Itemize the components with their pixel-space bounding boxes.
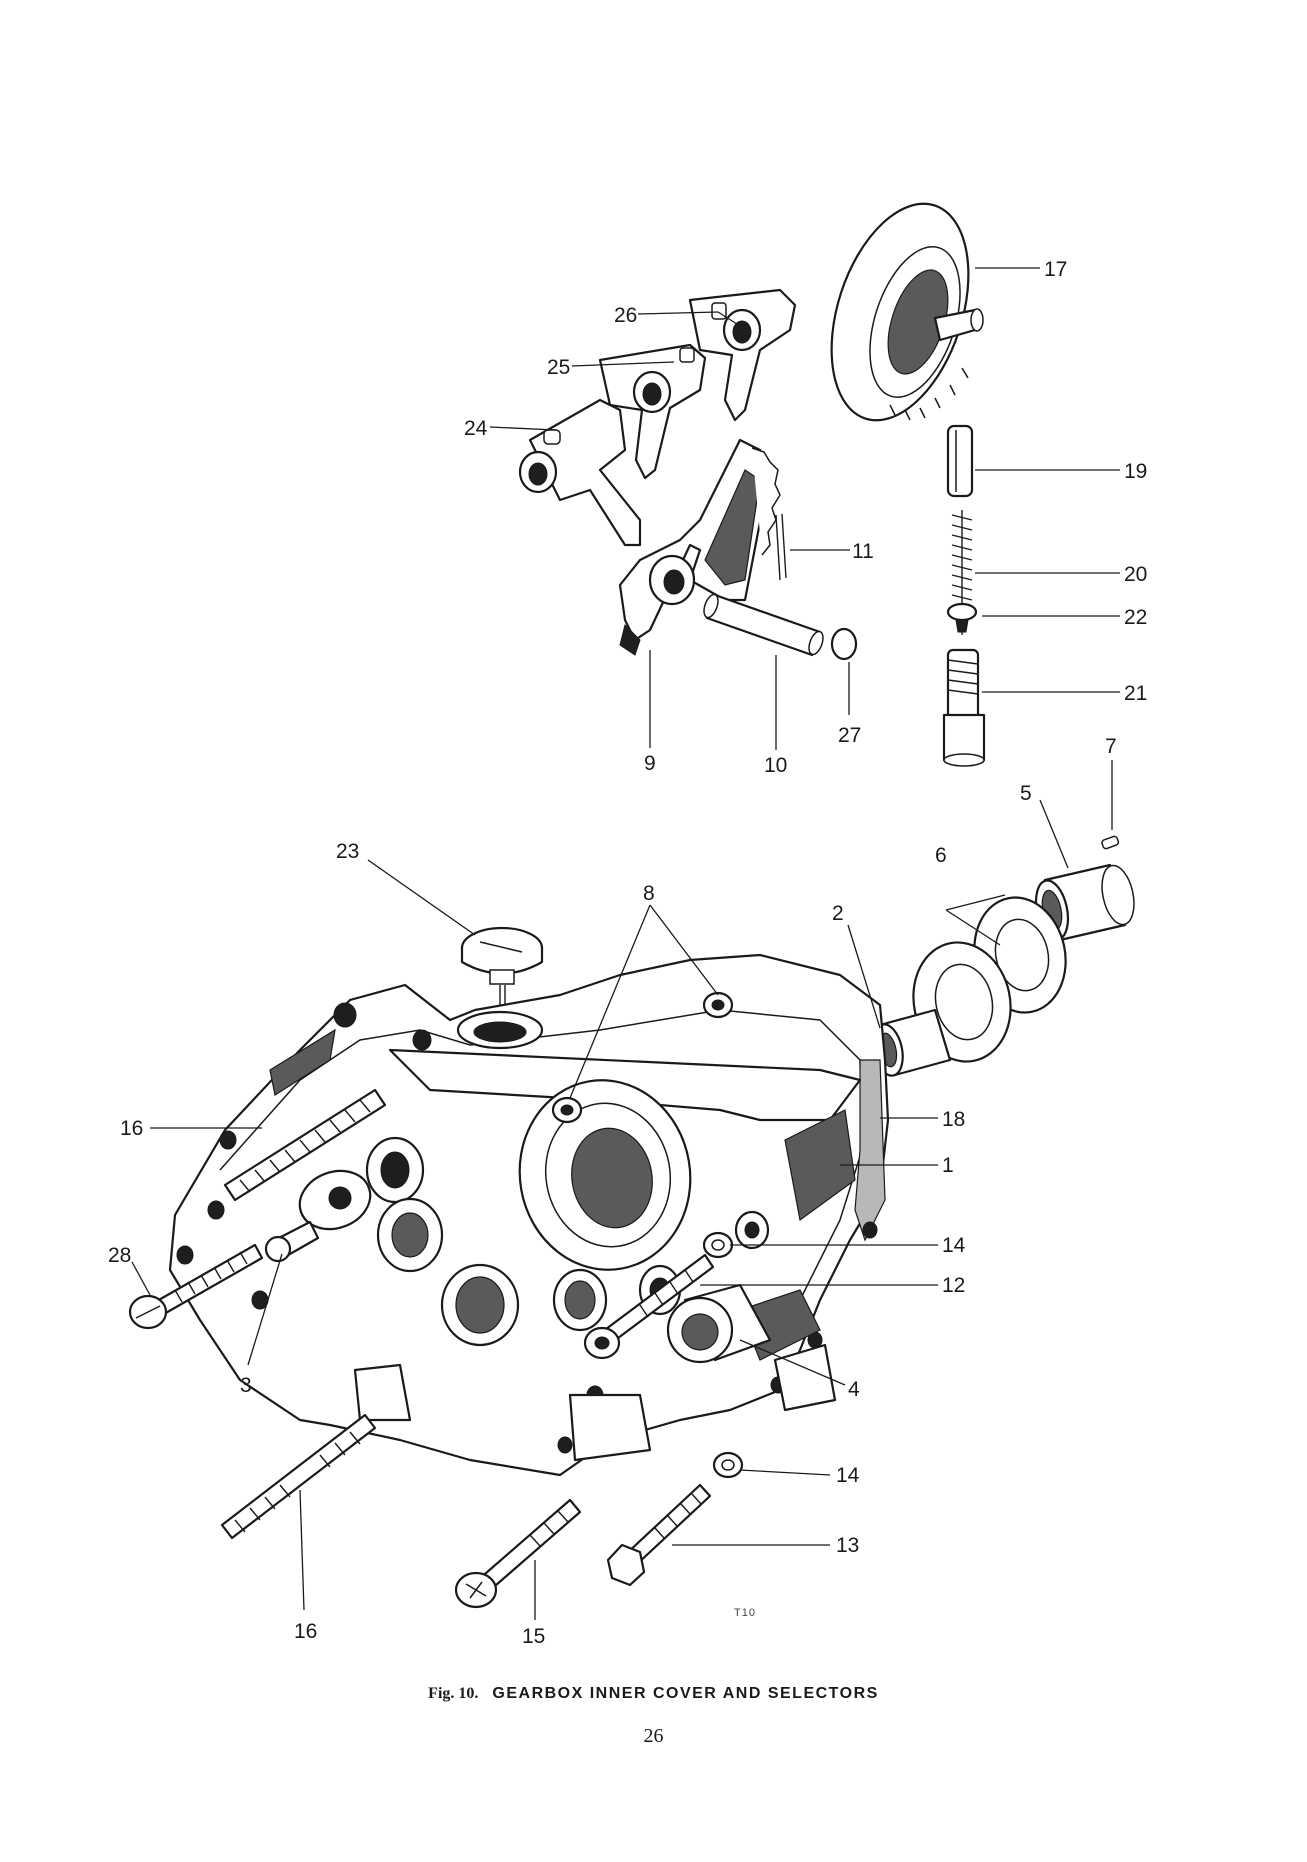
callout-15: 15 xyxy=(522,1625,545,1648)
callout-25: 25 xyxy=(547,356,570,379)
screw-15 xyxy=(454,1498,582,1609)
callout-18: 18 xyxy=(942,1108,965,1131)
callout-14-lower: 14 xyxy=(836,1464,860,1487)
callout-13: 13 xyxy=(836,1534,859,1557)
page-number: 26 xyxy=(643,1725,664,1747)
callout-4: 4 xyxy=(848,1378,860,1401)
callout-20: 20 xyxy=(1124,563,1147,586)
cotter-pin xyxy=(775,513,787,581)
gearbox-inner-cover xyxy=(168,953,890,1477)
dowels xyxy=(551,991,734,1124)
callout-8: 8 xyxy=(643,882,655,905)
callout-22: 22 xyxy=(1124,606,1147,629)
figure-caption: Fig. 10. GEARBOX INNER COVER AND SELECTOR… xyxy=(0,1685,1307,1703)
stud-16-lower xyxy=(220,1413,377,1540)
callout-3: 3 xyxy=(240,1374,252,1397)
callout-16-lower: 16 xyxy=(294,1620,317,1643)
filler-plug xyxy=(460,926,544,1240)
callout-7: 7 xyxy=(1105,735,1117,758)
dowel-3 xyxy=(264,1169,372,1263)
callout-6: 6 xyxy=(935,844,947,867)
washer-22 xyxy=(946,602,978,633)
callout-1: 1 xyxy=(942,1154,954,1177)
circlip xyxy=(830,627,858,661)
figure-title: GEARBOX INNER COVER AND SELECTORS xyxy=(492,1685,879,1702)
callout-26: 26 xyxy=(614,304,637,327)
screw-12 xyxy=(583,1253,715,1360)
callout-28: 28 xyxy=(108,1244,131,1267)
quadrant-spindle xyxy=(703,593,824,657)
cam-plate xyxy=(830,202,984,422)
callout-23: 23 xyxy=(336,840,359,863)
figure-label: Fig. 10. xyxy=(428,1685,479,1702)
callout-27: 27 xyxy=(838,724,861,747)
callout-9: 9 xyxy=(644,752,656,775)
callout-10: 10 xyxy=(764,754,787,777)
washer-14-lower xyxy=(712,1451,744,1479)
callout-11: 11 xyxy=(852,540,874,563)
callout-19: 19 xyxy=(1124,460,1147,483)
leader-lines xyxy=(131,267,1120,1620)
gear-quadrant xyxy=(618,438,781,656)
bush-4 xyxy=(666,1283,772,1364)
screw-28 xyxy=(128,1243,264,1330)
callout-12: 12 xyxy=(942,1274,965,1297)
selector-plunger xyxy=(946,424,974,498)
callout-24: 24 xyxy=(464,417,488,440)
peg-7 xyxy=(1101,835,1120,850)
callout-numbers: 17 26 25 24 19 11 20 22 21 27 9 10 7 5 2… xyxy=(108,258,1147,1648)
plunger-housing xyxy=(942,648,986,767)
callout-2: 2 xyxy=(832,902,844,925)
stud-16-upper xyxy=(223,1088,387,1202)
callout-21: 21 xyxy=(1124,682,1147,705)
washer-14-upper xyxy=(702,1231,734,1259)
selector-forks xyxy=(518,288,797,547)
callout-17: 17 xyxy=(1044,258,1067,281)
callout-16-upper: 16 xyxy=(120,1117,143,1140)
bolt-13 xyxy=(606,1483,712,1587)
callout-5: 5 xyxy=(1020,782,1032,805)
drawing-reference: T10 xyxy=(734,1607,756,1619)
callout-14-upper: 14 xyxy=(942,1234,966,1257)
